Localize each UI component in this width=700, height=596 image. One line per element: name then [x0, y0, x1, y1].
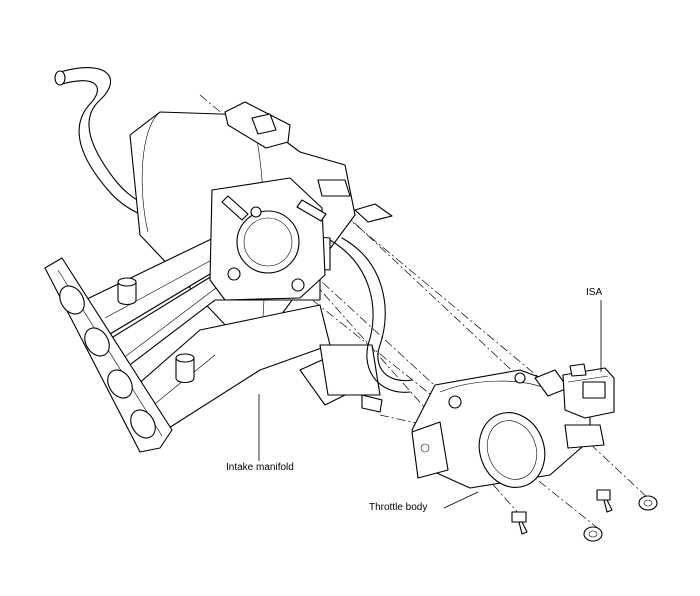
isa-actuator: [562, 363, 615, 419]
coolant-hose: [329, 237, 413, 393]
nut-lower: [583, 526, 603, 542]
manifold-throttle-flange: [209, 177, 327, 301]
bolt-lower: [511, 511, 528, 535]
isa-label: ISA: [586, 287, 603, 298]
throttle-leader-line: [443, 491, 479, 509]
nut-upper: [638, 495, 658, 511]
throttle-body-label: Throttle body: [369, 502, 428, 513]
bolt-upper: [596, 489, 613, 513]
manifold-sensor-connector: [224, 101, 393, 223]
intake-manifold-label: Intake manifold: [226, 462, 294, 473]
throttle-body: [411, 369, 605, 489]
